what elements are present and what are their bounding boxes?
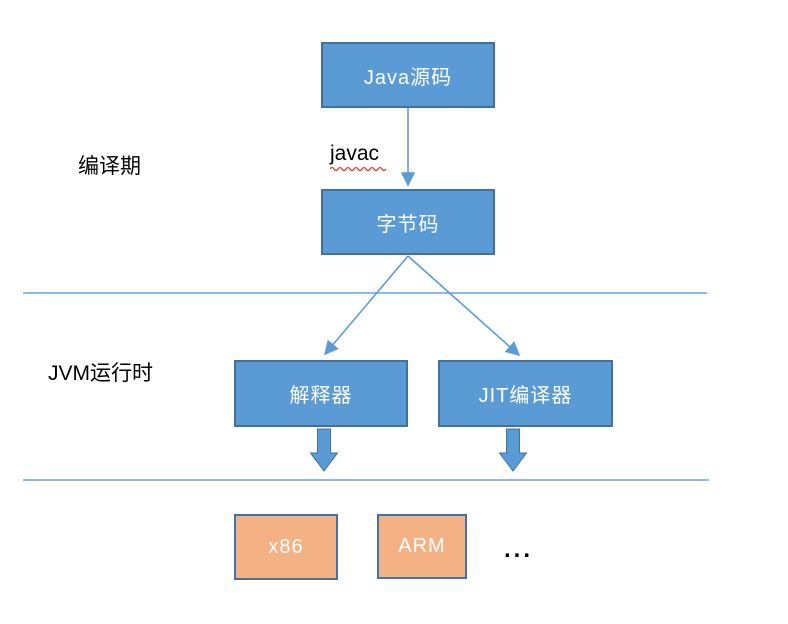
node-arm-label: ARM [398, 535, 446, 557]
node-x86-label: x86 [268, 535, 304, 558]
node-jit-compiler-label: JIT编译器 [478, 385, 573, 407]
node-bytecode-label: 字节码 [376, 213, 440, 236]
block-arrow-interpreter-down [309, 428, 339, 472]
spellcheck-squiggle [330, 166, 387, 171]
node-java-source-label: Java源码 [363, 66, 453, 89]
block-arrow-jit-down [498, 428, 528, 472]
node-jit-compiler: JIT编译器 [438, 360, 613, 427]
more-architectures-ellipsis: ... [504, 536, 534, 563]
edge-label-javac-text: javac [330, 142, 380, 165]
node-java-source: Java源码 [321, 42, 495, 108]
phase-label-jvm-runtime: JVM运行时 [48, 362, 153, 385]
arrow-bytecode-to-jit [407, 255, 521, 357]
node-bytecode: 字节码 [321, 189, 495, 255]
edge-label-javac: javac [330, 142, 388, 171]
node-arm: ARM [377, 514, 467, 579]
node-interpreter: 解释器 [234, 360, 408, 427]
node-interpreter-label: 解释器 [289, 385, 353, 407]
arrow-bytecode-to-interpreter [323, 255, 409, 356]
phase-label-compile: 编译期 [78, 155, 141, 178]
node-x86: x86 [234, 514, 338, 580]
